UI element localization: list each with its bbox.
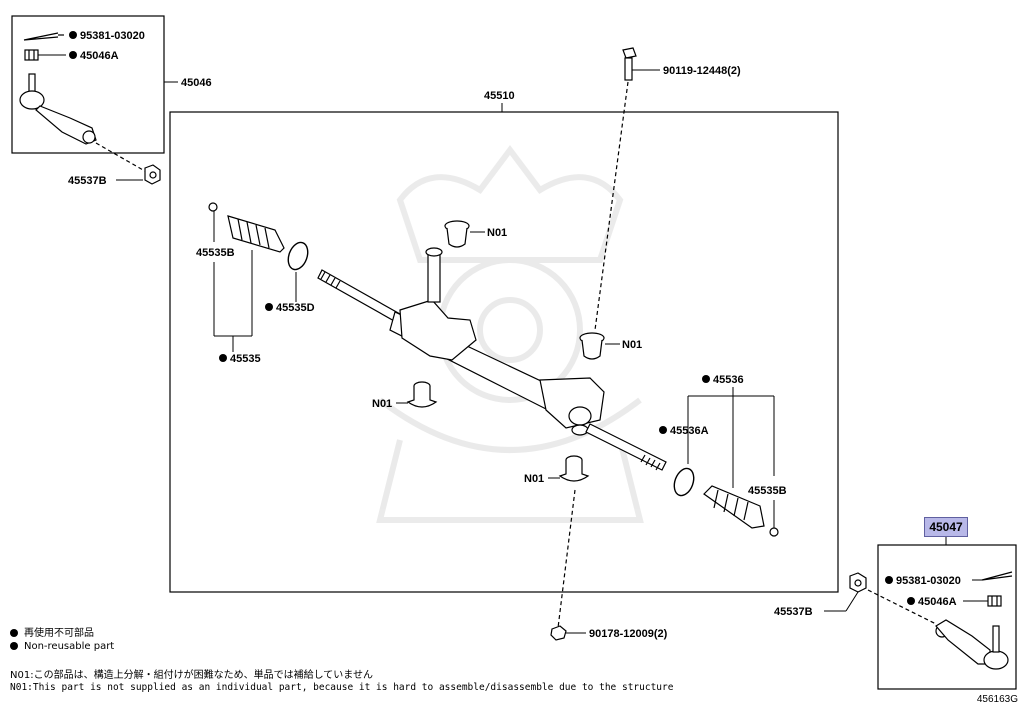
part-label-45535D: 45535D <box>276 302 315 314</box>
part-label-45535B-left: 45535B <box>196 247 235 259</box>
part-label-n01-c: N01 <box>372 398 392 410</box>
bushing-n01-d-icon <box>558 455 590 482</box>
legend-dot-icon <box>10 642 18 650</box>
boot-clamp-small-left-icon <box>208 202 218 212</box>
steering-rack-box <box>169 111 839 593</box>
part-label-45535: 45535 <box>230 353 261 365</box>
bolt-bottom-icon <box>550 625 567 641</box>
cotter-pin-icon <box>23 32 64 41</box>
part-label-95381-top: 95381-03020 <box>80 30 145 42</box>
note-en: N01:This part is not supplied as an indi… <box>10 682 674 693</box>
lock-nut-right-icon <box>849 572 867 593</box>
non-reusable-dot <box>69 51 77 59</box>
non-reusable-dot <box>907 597 915 605</box>
bushing-n01-a-icon <box>444 220 470 248</box>
non-reusable-dot <box>885 576 893 584</box>
non-reusable-dot <box>219 354 227 362</box>
legend-dot-icon <box>10 629 18 637</box>
legend-jp-text: 再使用不可部品 <box>24 628 94 639</box>
part-label-90119: 90119-12448(2) <box>663 65 741 77</box>
tie-rod-end-box-left <box>11 15 165 154</box>
bushing-n01-c-icon <box>406 381 438 408</box>
non-reusable-dot <box>702 375 710 383</box>
bushing-n01-b-icon <box>579 332 605 360</box>
legend-jp: 再使用不可部品 <box>10 624 94 639</box>
part-label-45046A-bot: 45046A <box>918 596 957 608</box>
steering-boot-left-icon <box>227 215 285 253</box>
watermark-emblem <box>376 145 644 523</box>
legend-en: Non-reusable part <box>10 641 114 652</box>
castle-nut-icon <box>987 595 1002 607</box>
boot-clamp-large-right-icon <box>673 467 695 497</box>
boot-clamp-large-left-icon <box>287 241 309 271</box>
part-label-n01-b: N01 <box>622 339 642 351</box>
steering-rack-icon <box>317 247 667 471</box>
non-reusable-dot <box>265 303 273 311</box>
part-label-95381-bot: 95381-03020 <box>896 575 961 587</box>
tie-rod-end-left-icon <box>19 73 97 145</box>
part-label-45047-highlight[interactable]: 45047 <box>924 517 968 537</box>
part-label-45536A: 45536A <box>670 425 709 437</box>
boot-clamp-small-right-icon <box>769 527 779 537</box>
part-label-45537B-left: 45537B <box>68 175 107 187</box>
part-label-45046: 45046 <box>181 77 212 89</box>
tie-rod-end-box-right <box>877 544 1017 690</box>
non-reusable-dot <box>659 426 667 434</box>
note-jp: N01:この部品は、構造上分解・組付けが困難なため、単品では補給していません <box>10 670 373 681</box>
part-label-45046A-top: 45046A <box>80 50 119 62</box>
legend-en-text: Non-reusable part <box>24 641 115 652</box>
castle-nut-icon <box>24 49 39 61</box>
non-reusable-dot <box>69 31 77 39</box>
part-label-45537B-right: 45537B <box>774 606 813 618</box>
part-label-n01-a: N01 <box>487 227 507 239</box>
part-label-45510: 45510 <box>484 90 515 102</box>
lock-nut-left-icon <box>144 164 161 185</box>
steering-boot-right-icon <box>703 485 765 529</box>
tie-rod-end-right-icon <box>935 619 1009 670</box>
part-label-45536: 45536 <box>713 374 744 386</box>
bolt-top-icon <box>622 47 637 81</box>
part-label-45535B-right: 45535B <box>748 485 787 497</box>
drawing-code: 456163G <box>976 694 1018 705</box>
cotter-pin-icon <box>981 571 1013 581</box>
part-label-n01-d: N01 <box>524 473 544 485</box>
part-label-90178: 90178-12009(2) <box>589 628 668 640</box>
